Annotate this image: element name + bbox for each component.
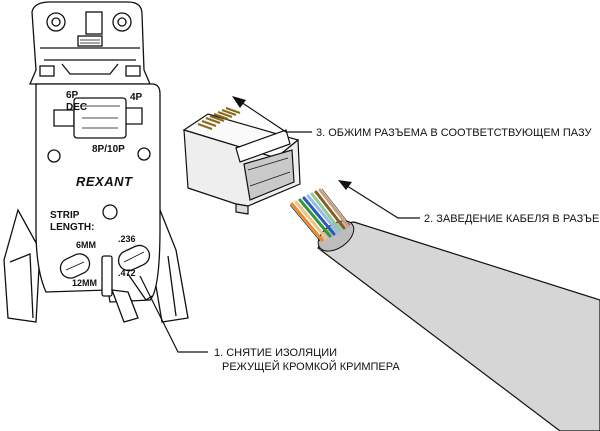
crimper-main-plate xyxy=(35,83,161,303)
label-4p: 4P xyxy=(130,92,143,103)
blade-12mm xyxy=(117,244,151,272)
callout-step3: 3. ОБЖИМ РАЗЪЕМА В СООТВЕТСТВУЮЩЕМ ПАЗУ xyxy=(316,127,593,139)
label-6mm: 6MM xyxy=(76,240,96,250)
callout-step2: 2. ЗАВЕДЕНИЕ КАБЕЛЯ В РАЗЪЕМ xyxy=(424,213,600,225)
label-12mm: 12MM xyxy=(72,278,97,288)
leader-step1 xyxy=(139,275,208,353)
label-6p: 6P xyxy=(66,90,79,101)
utp-cable xyxy=(289,188,600,431)
callout-step1-line2: РЕЖУЩЕЙ КРОМКОЙ КРИМПЕРА xyxy=(222,360,400,373)
label-472: .472 xyxy=(118,268,136,278)
crimper-left-handle xyxy=(3,208,41,323)
arrow-step3 xyxy=(232,96,312,133)
brand-plate xyxy=(74,174,136,188)
twisted-pairs xyxy=(290,188,350,242)
label-236: .236 xyxy=(118,234,136,244)
strip-label-2: LENGTH: xyxy=(50,222,94,233)
strip-slot xyxy=(101,255,113,297)
arrow-step2 xyxy=(338,180,420,219)
strip-label-1: STRIP xyxy=(50,210,80,221)
label-dec: DEC xyxy=(66,102,87,113)
rj45-connector xyxy=(182,107,301,215)
label-8p10p: 8P/10P xyxy=(92,144,125,155)
callout-step1-line1: 1. СНЯТИЕ ИЗОЛЯЦИИ xyxy=(214,347,337,359)
crimper-tool xyxy=(3,1,189,323)
cable-jacket xyxy=(317,221,600,431)
brand-logo: REXANT xyxy=(76,174,133,189)
